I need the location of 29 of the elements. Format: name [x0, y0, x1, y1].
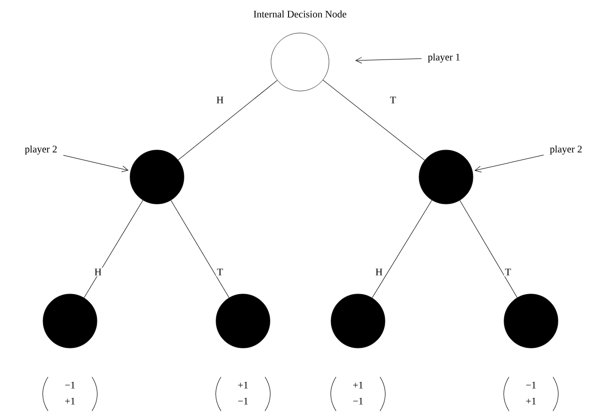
edge-label: T — [388, 96, 398, 104]
node-heading: Internal Decision Node — [254, 10, 346, 18]
branch-line — [322, 80, 425, 160]
payoff-vector: −1 +1 — [42, 376, 98, 412]
branch-line — [170, 200, 230, 298]
leader-arrow — [474, 154, 544, 172]
leader-arrow — [356, 57, 422, 64]
payoff-vector: −1 +1 — [504, 376, 558, 412]
leader-arrow — [63, 154, 128, 172]
filled-circle — [418, 150, 474, 204]
branch-line — [372, 200, 432, 298]
payoff-vector: +1 −1 — [216, 376, 270, 412]
edge-label: H — [93, 268, 103, 276]
edge-label: T — [504, 268, 512, 276]
filled-circle — [130, 150, 184, 204]
player-label: player 2 — [550, 145, 582, 155]
branch-line — [460, 200, 518, 298]
branch-line — [178, 80, 278, 160]
player-label: player 1 — [428, 53, 460, 63]
filled-circle — [330, 294, 386, 348]
branch-line — [84, 200, 144, 298]
edge-label: H — [374, 268, 384, 276]
edge-label: T — [216, 268, 224, 276]
edge-label: H — [215, 96, 225, 104]
filled-circle — [216, 294, 270, 348]
payoff-vector: +1 −1 — [330, 376, 386, 412]
filled-circle — [42, 294, 98, 348]
player-label: player 2 — [24, 145, 57, 155]
filled-circle — [504, 294, 558, 348]
